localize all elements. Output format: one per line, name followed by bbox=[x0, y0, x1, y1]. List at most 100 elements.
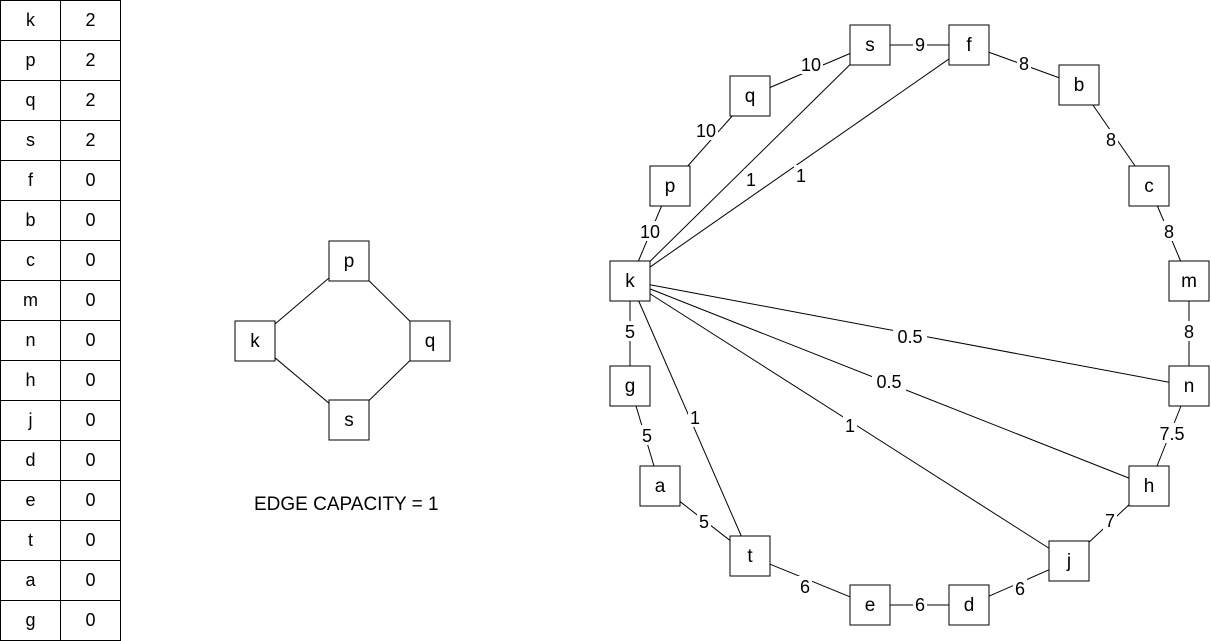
edge-weight-label: 0.5 bbox=[893, 326, 927, 347]
edge-weight-label: 6 bbox=[1013, 578, 1027, 599]
node-label: s bbox=[865, 35, 875, 56]
edge-weight-label: 6 bbox=[913, 594, 927, 615]
graph-node-p: p bbox=[328, 240, 370, 282]
node-label-cell: 0 bbox=[60, 160, 121, 201]
edge-weight: 5 bbox=[699, 512, 709, 532]
graph-node-s: s bbox=[328, 399, 370, 441]
node-label-cell: 0 bbox=[60, 400, 121, 441]
edge-weight: 7 bbox=[1105, 511, 1115, 531]
node-name-cell: h bbox=[0, 360, 61, 401]
node-name-cell: k bbox=[0, 0, 61, 41]
graph-node-n: n bbox=[1168, 365, 1210, 407]
edge-weight: 7.5 bbox=[1159, 424, 1184, 444]
node-label: d bbox=[964, 595, 975, 616]
edge-weight: 10 bbox=[640, 222, 660, 242]
edge-weight-label: 10 bbox=[799, 54, 823, 75]
edge-weight: 8 bbox=[1164, 222, 1174, 242]
node-label: n bbox=[1184, 376, 1195, 397]
edge-weight-label: 8 bbox=[1017, 53, 1031, 74]
graph-node-k: k bbox=[609, 260, 651, 302]
node-label: h bbox=[1144, 476, 1155, 497]
node-label: c bbox=[1144, 176, 1154, 197]
node-label: q bbox=[425, 331, 436, 352]
small-edge-q-s bbox=[368, 360, 411, 401]
graph-node-m: m bbox=[1168, 260, 1210, 302]
edge-weight: 10 bbox=[801, 55, 821, 75]
edge-weight-label: 1 bbox=[794, 165, 808, 186]
node-label: f bbox=[966, 35, 972, 56]
edge-weight: 0.5 bbox=[876, 372, 901, 392]
node-label-cell: 0 bbox=[60, 240, 121, 281]
node-label-cell: 0 bbox=[60, 360, 121, 401]
node-name-cell: e bbox=[0, 480, 61, 521]
edge-weight: 5 bbox=[642, 426, 652, 446]
edge-weight: 9 bbox=[915, 35, 925, 55]
node-label: b bbox=[1074, 75, 1085, 96]
node-name-cell: m bbox=[0, 280, 61, 321]
graph-node-a: a bbox=[639, 465, 681, 507]
node-label: t bbox=[747, 546, 753, 567]
edge-weight-label: 5 bbox=[697, 511, 711, 532]
small-edge-p-q bbox=[368, 280, 411, 322]
edge-weight: 1 bbox=[746, 170, 756, 190]
small-graph-nodes: p k q s bbox=[234, 240, 451, 441]
edge-weight-label: 8 bbox=[1182, 321, 1196, 342]
node-label: g bbox=[625, 376, 636, 397]
large-edge-k-f bbox=[649, 58, 950, 268]
node-label-cell: 0 bbox=[60, 480, 121, 521]
node-label: k bbox=[250, 331, 260, 352]
edge-weight-label: 7.5 bbox=[1155, 423, 1189, 444]
edge-weight-label: 7 bbox=[1103, 510, 1117, 531]
graph-node-e: e bbox=[849, 584, 891, 626]
edge-weight-label: 0.5 bbox=[872, 371, 906, 392]
edge-weight: 6 bbox=[1015, 579, 1025, 599]
node-label: p bbox=[344, 251, 355, 272]
edge-weight-label: 8 bbox=[1104, 129, 1118, 150]
edge-weight: 6 bbox=[915, 595, 925, 615]
edge-weight: 8 bbox=[1019, 54, 1029, 74]
large-edge-k-s bbox=[649, 64, 851, 262]
node-label: k bbox=[625, 271, 635, 292]
graph-node-q: q bbox=[409, 320, 451, 362]
graph-node-j: j bbox=[1048, 540, 1090, 582]
edge-weight: 6 bbox=[800, 577, 810, 597]
large-edge-p-q bbox=[687, 115, 733, 167]
edge-weight: 1 bbox=[845, 416, 855, 436]
node-label: e bbox=[865, 595, 876, 616]
edge-weight: 8 bbox=[1106, 130, 1116, 150]
edge-weight-label: 6 bbox=[798, 576, 812, 597]
node-label: m bbox=[1181, 271, 1197, 292]
edge-weight-label: 1 bbox=[744, 169, 758, 190]
node-label-cell: 0 bbox=[60, 520, 121, 561]
edge-weight-label: 8 bbox=[1162, 221, 1176, 242]
graph-node-h: h bbox=[1128, 465, 1170, 507]
graph-node-f: f bbox=[948, 24, 990, 66]
node-label: p bbox=[665, 176, 676, 197]
edge-weight: 1 bbox=[796, 166, 806, 186]
node-label: j bbox=[1066, 551, 1071, 572]
node-label-cell: 0 bbox=[60, 600, 121, 641]
graph-node-q: q bbox=[729, 75, 771, 117]
edge-weight-label: 5 bbox=[640, 425, 654, 446]
graph-node-s: s bbox=[849, 24, 891, 66]
node-name-cell: q bbox=[0, 80, 61, 121]
small-edge-k-p bbox=[274, 277, 330, 325]
node-label-cell: 0 bbox=[60, 560, 121, 601]
small-edge-s-k bbox=[274, 357, 330, 404]
edge-weight-label: 10 bbox=[638, 221, 662, 242]
small-graph-edges bbox=[274, 277, 411, 404]
graph-node-k: k bbox=[234, 320, 276, 362]
edge-weight-label: 9 bbox=[913, 34, 927, 55]
